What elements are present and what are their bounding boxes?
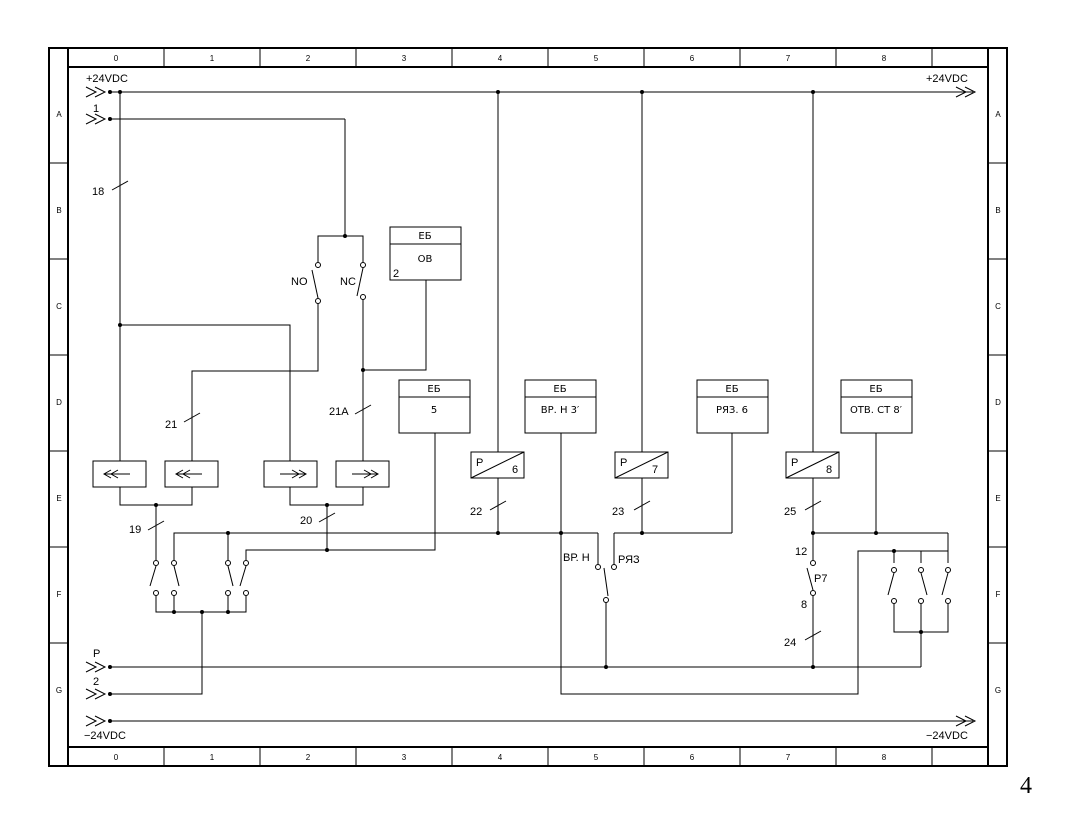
nc-contact-label: NC [340, 276, 356, 288]
wire-22-label: 22 [470, 506, 482, 518]
pos-rail-label-right: +24VDC [926, 73, 968, 85]
direction-relay-right-1 [263, 460, 318, 488]
grid-col-label: 4 [498, 753, 503, 762]
direction-relay-left-2 [164, 460, 219, 488]
eb-block-corner: 2 [393, 268, 399, 280]
grid-column-labels-top: 0 1 2 3 4 5 6 7 8 [114, 54, 887, 63]
grid-row-label: A [995, 110, 1001, 119]
grid-row-label: F [57, 590, 62, 599]
relay-p7: Р 7 [614, 451, 669, 479]
ryaz-contact-label: РЯЗ [618, 554, 640, 566]
page-number: 4 [1020, 773, 1032, 799]
wiring [85, 86, 977, 727]
p7-bottom-label: 8 [801, 599, 807, 611]
grid-col-label: 0 [114, 753, 119, 762]
direction-relay-right-2 [335, 460, 390, 488]
grid-row-label: D [56, 398, 62, 407]
input-labels: 1 P 2 [93, 103, 100, 688]
grid-col-label: 3 [402, 54, 407, 63]
grid-col-label: 6 [690, 54, 695, 63]
input-p-label: P [93, 648, 100, 660]
eb-block-ov: ЕБ ОВ 2 [389, 226, 462, 281]
grid-col-label: 0 [114, 54, 119, 63]
eb-block-header: ЕБ [553, 384, 566, 395]
relay-number: 7 [652, 464, 658, 476]
grid-col-label: 7 [786, 753, 791, 762]
grid-row-labels-right: A B C D E F G [995, 110, 1001, 695]
neg-rail-label-right: −24VDC [926, 730, 968, 742]
wire-21a-label: 21А [329, 406, 349, 418]
grid-row-label: D [995, 398, 1001, 407]
eb-block-5: ЕБ 5 [398, 379, 471, 434]
eb-block-body: ОВ [418, 254, 433, 265]
wire-21-label: 21 [165, 419, 177, 431]
relay-letter: Р [476, 457, 483, 469]
relay-letter: Р [791, 457, 798, 469]
p7-contact-label: Р7 [814, 573, 827, 585]
wire-23-label: 23 [612, 506, 624, 518]
grid-row-label: E [995, 494, 1000, 503]
grid-column-labels-bottom: 0 1 2 3 4 5 6 7 8 [114, 753, 887, 762]
grid-row-label: E [56, 494, 61, 503]
grid-col-label: 5 [594, 753, 599, 762]
input-2-label: 2 [93, 676, 99, 688]
grid-row-label: B [995, 206, 1000, 215]
eb-block-body: ВР. Н 3′ [541, 405, 580, 416]
input-1-label: 1 [93, 103, 99, 115]
eb-block-vr-n: ЕБ ВР. Н 3′ [524, 379, 597, 434]
grid-col-label: 4 [498, 54, 503, 63]
grid-col-label: 2 [306, 54, 311, 63]
pos-rail-label-left: +24VDC [86, 73, 128, 85]
grid-col-label: 6 [690, 753, 695, 762]
eb-block-ryaz: ЕБ РЯЗ. 6 [696, 379, 769, 434]
eb-block-body: ОТВ. СТ 8′ [850, 405, 903, 416]
drawing-frame [48, 47, 1008, 767]
grid-row-label: B [56, 206, 61, 215]
eb-block-header: ЕБ [725, 384, 738, 395]
grid-row-label: C [995, 302, 1001, 311]
relay-letter: Р [620, 457, 627, 469]
vr-n-contact-label: ВР. Н [563, 552, 590, 564]
p7-top-label: 12 [795, 546, 807, 558]
grid-col-label: 1 [210, 54, 215, 63]
wire-20-label: 20 [300, 515, 312, 527]
grid-row-label: G [995, 686, 1001, 695]
eb-block-otv-st: ЕБ ОТВ. СТ 8′ [840, 379, 913, 434]
grid-row-label: F [996, 590, 1001, 599]
grid-col-label: 3 [402, 753, 407, 762]
direction-relay-left-1 [92, 460, 147, 488]
grid-col-label: 2 [306, 753, 311, 762]
contact-labels: NO NC ВР. Н РЯЗ Р7 12 8 [291, 276, 827, 611]
junction-dots [108, 90, 923, 723]
no-contact-label: NO [291, 276, 308, 288]
grid-col-label: 8 [882, 54, 887, 63]
grid-row-labels-left: A B C D E F G [56, 110, 62, 695]
eb-block-body: 5 [431, 405, 437, 416]
eb-block-header: ЕБ [869, 384, 882, 395]
grid-row-label: A [56, 110, 62, 119]
grid-col-label: 1 [210, 753, 215, 762]
relay-p8: Р 8 [785, 451, 840, 479]
grid-col-label: 8 [882, 753, 887, 762]
grid-row-label: G [56, 686, 62, 695]
neg-rail-label-left: −24VDC [84, 730, 126, 742]
contact-terminals [153, 262, 951, 604]
rail-labels: +24VDC +24VDC −24VDC −24VDC [84, 73, 968, 742]
wire-25-label: 25 [784, 506, 796, 518]
eb-block-header: ЕБ [427, 384, 440, 395]
grid-row-label: C [56, 302, 62, 311]
grid-col-label: 7 [786, 54, 791, 63]
relay-number: 6 [512, 464, 518, 476]
eb-block-header: ЕБ [418, 231, 431, 242]
grid-col-label: 5 [594, 54, 599, 63]
wire-24-label: 24 [784, 637, 796, 649]
wire-18-label: 18 [92, 186, 104, 198]
relay-p6: Р 6 [470, 451, 525, 479]
wire-19-label: 19 [129, 524, 141, 536]
wire-labels: 18 21 21А 19 20 22 23 25 24 [92, 186, 796, 649]
eb-block-body: РЯЗ. 6 [716, 405, 748, 416]
relay-number: 8 [826, 464, 832, 476]
